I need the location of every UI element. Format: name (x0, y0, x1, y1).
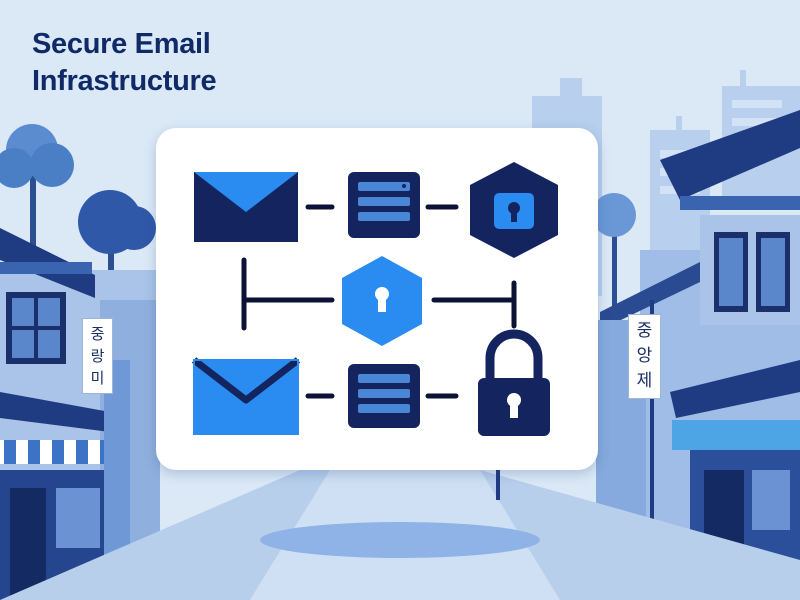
sign-right-char-1: 중 (636, 321, 653, 341)
hexagon-keyhole-icon (342, 256, 422, 346)
street-sign-left: 중 랑 미 (82, 318, 113, 394)
envelope-icon (194, 172, 298, 242)
network-diagram (191, 162, 558, 436)
tree-left-2 (78, 190, 156, 300)
page-title: Secure Email Infrastructure (32, 26, 332, 100)
title-line-2: Infrastructure (32, 65, 217, 97)
diagram-connectors (241, 204, 517, 399)
title-line-1: Secure Email (32, 28, 211, 60)
envelope-icon (191, 357, 301, 435)
sign-left-char-2: 랑 (90, 347, 105, 365)
tree-right (592, 193, 636, 315)
sign-left-char-1: 중 (90, 325, 105, 343)
street-sign-right: 중 앙 제 (628, 314, 661, 399)
buildings-left (0, 228, 160, 600)
sign-right-char-2: 앙 (636, 346, 653, 366)
server-stack-icon (348, 172, 420, 238)
network-diagram-card (156, 128, 598, 470)
sign-left-char-3: 미 (90, 369, 105, 387)
hexagon-lock-icon (470, 162, 558, 258)
padlock-icon (478, 329, 550, 436)
tree-left-1 (0, 124, 74, 285)
street-shadow (260, 522, 540, 558)
server-stack-icon (348, 364, 420, 428)
sign-right-char-3: 제 (636, 371, 653, 391)
